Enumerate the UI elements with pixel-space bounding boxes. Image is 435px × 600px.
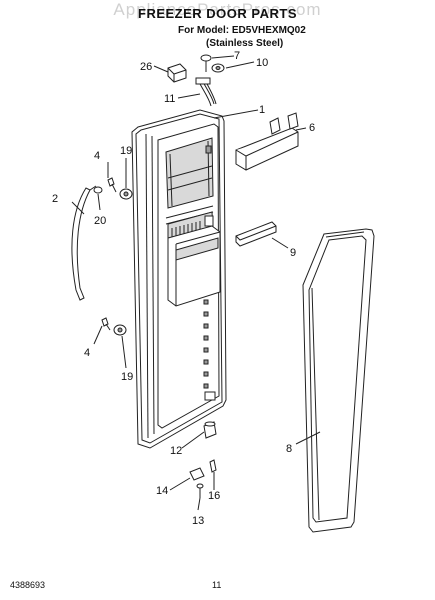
upper-handle-screw: [107, 177, 117, 193]
upper-handle-spacer: [119, 188, 133, 200]
lower-handle-spacer: [113, 324, 127, 336]
variant-line: (Stainless Steel): [206, 38, 284, 49]
door-handle: [71, 185, 97, 301]
callout-7: 7: [234, 50, 240, 62]
page-number: 11: [212, 580, 222, 590]
callout-16: 16: [208, 490, 220, 502]
callout-20: 20: [94, 215, 106, 227]
door-stop: [189, 467, 205, 481]
model-line: For Model: ED5VHEXMQ02: [178, 25, 306, 36]
shelf-retainer: [235, 221, 277, 247]
callout-12: 12: [170, 445, 182, 457]
grommet-10: [211, 63, 225, 73]
callout-13: 13: [192, 515, 204, 527]
door-gasket: [302, 228, 375, 533]
callout-4-lower: 4: [84, 347, 90, 359]
document-number: 4388693: [10, 580, 46, 590]
hinge-screw-16: [209, 459, 217, 473]
callout-9: 9: [290, 247, 296, 259]
screw-7: [200, 54, 212, 72]
hinge-bushing: [203, 421, 217, 439]
lower-handle-screw: [101, 317, 111, 331]
harness-connector: [167, 63, 187, 83]
watermark: AppliancePartsPros.com: [113, 0, 322, 19]
wire-harness: [195, 77, 217, 107]
callout-11: 11: [164, 93, 175, 105]
liner-mounting-holes: [203, 299, 216, 401]
callout-2: 2: [52, 193, 58, 205]
dispenser-housing: [167, 225, 221, 307]
callout-8: 8: [286, 443, 292, 455]
callout-1: 1: [259, 104, 265, 116]
leader-lines: [71, 55, 321, 511]
callout-6: 6: [309, 122, 315, 134]
door-shelf-bin: [235, 112, 299, 171]
callout-14: 14: [156, 485, 168, 497]
callout-19-upper: 19: [120, 145, 132, 157]
callout-4-upper: 4: [94, 150, 100, 162]
hinge-screw-13: [196, 483, 204, 498]
upper-handle-bushing: [93, 186, 103, 194]
diagram-title: FREEZER DOOR PARTS: [138, 6, 297, 21]
callout-26: 26: [140, 61, 152, 73]
callout-19-lower: 19: [121, 371, 133, 383]
callout-10: 10: [256, 57, 268, 69]
